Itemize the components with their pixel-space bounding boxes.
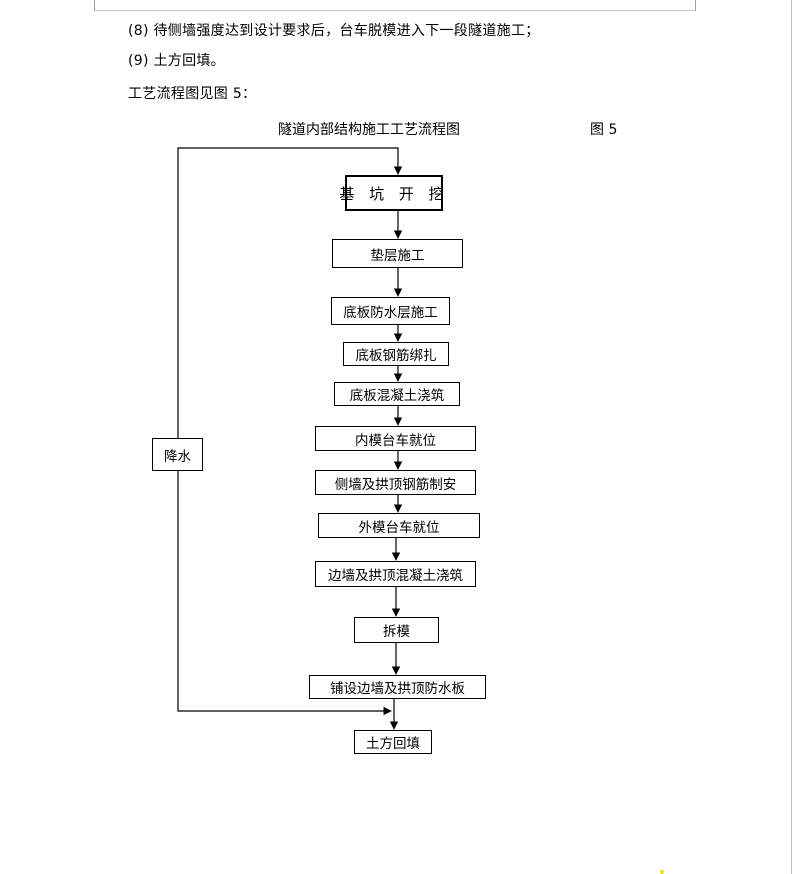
flow-step-formwork-removal: 拆模 bbox=[354, 617, 439, 643]
figure-label: 图 5 bbox=[590, 122, 618, 138]
paragraph-step-8: (8) 待侧墙强度达到设计要求后，台车脱模进入下一段隧道施工； bbox=[128, 23, 540, 39]
paragraph-step-9: (9) 土方回填。 bbox=[128, 53, 225, 69]
flow-step-inner-formwork: 内模台车就位 bbox=[315, 426, 476, 451]
flow-step-floor-rebar: 底板钢筋绑扎 bbox=[343, 342, 449, 366]
flow-step-floor-waterproof: 底板防水层施工 bbox=[331, 297, 450, 325]
flow-step-floor-concrete: 底板混凝土浇筑 bbox=[334, 382, 460, 406]
paragraph-flowchart-intro: 工艺流程图见图 5： bbox=[128, 86, 257, 102]
flow-step-wall-rebar: 侧墙及拱顶钢筋制安 bbox=[315, 470, 476, 495]
margin-mark-left bbox=[94, 0, 95, 11]
margin-mark-right bbox=[695, 0, 696, 11]
flow-step-cushion: 垫层施工 bbox=[332, 239, 463, 268]
flow-box-dewatering: 降水 bbox=[152, 438, 203, 471]
decorative-dot bbox=[660, 870, 664, 874]
flow-step-backfill: 土方回填 bbox=[354, 730, 432, 754]
flow-step-outer-formwork: 外模台车就位 bbox=[318, 513, 480, 538]
flow-step-wall-concrete: 边墙及拱顶混凝土浇筑 bbox=[315, 561, 476, 587]
page-right-edge bbox=[791, 0, 792, 874]
flow-step-excavation: 基 坑 开 挖 bbox=[339, 175, 444, 211]
page-top-edge bbox=[95, 10, 695, 11]
flow-step-waterproof-board: 铺设边墙及拱顶防水板 bbox=[309, 675, 486, 699]
figure-title: 隧道内部结构施工工艺流程图 bbox=[278, 122, 460, 138]
